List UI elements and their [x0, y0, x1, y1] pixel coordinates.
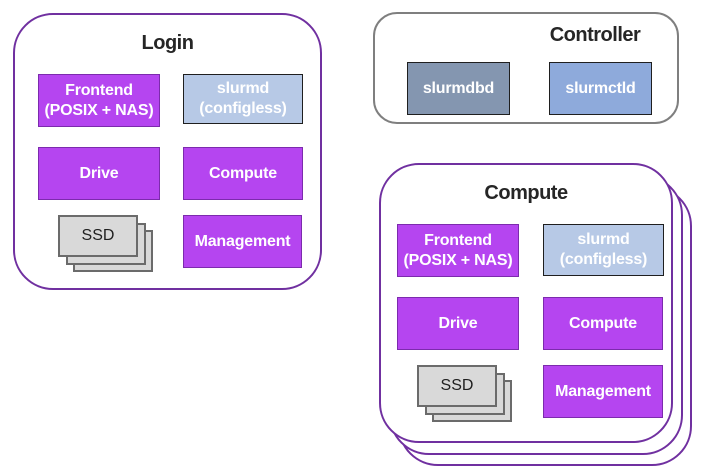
login-ssd-label: SSD	[81, 227, 115, 244]
compute-management-label: Management	[555, 382, 651, 400]
compute-management-box: Management	[543, 365, 663, 418]
compute-drive-label: Drive	[438, 314, 478, 332]
compute-ssd-stack: SSD	[417, 365, 512, 422]
compute-compute-label: Compute	[569, 314, 637, 332]
login-group-container: Login Frontend (POSIX + NAS) slurmd (con…	[13, 13, 322, 290]
login-management-box: Management	[183, 215, 302, 268]
controller-slurmctld-label: slurmctld	[565, 79, 636, 97]
compute-group-container: Compute Frontend (POSIX + NAS) slurmd (c…	[379, 163, 673, 443]
login-slurmd-label-line2: (configless)	[199, 100, 287, 117]
login-ssd-box: SSD	[58, 215, 138, 257]
login-frontend-label-line2: (POSIX + NAS)	[44, 101, 154, 119]
compute-frontend-label-line2: (POSIX + NAS)	[403, 251, 513, 269]
login-slurmd-label-line1: slurmd	[216, 80, 270, 97]
login-ssd-stack: SSD	[58, 215, 153, 272]
login-compute-box: Compute	[183, 147, 303, 200]
compute-group-title: Compute	[484, 182, 568, 204]
compute-ssd-label: SSD	[440, 377, 474, 394]
login-frontend-label-line1: Frontend	[65, 81, 133, 99]
compute-ssd-box: SSD	[417, 365, 497, 407]
login-group-title: Login	[141, 32, 194, 54]
login-drive-box: Drive	[38, 147, 160, 200]
compute-drive-box: Drive	[397, 297, 519, 350]
compute-slurmd-label-line2: (configless)	[559, 251, 648, 268]
compute-slurmd-label-line1: slurmd	[577, 231, 630, 248]
login-drive-label: Drive	[79, 164, 119, 182]
compute-frontend-box: Frontend (POSIX + NAS)	[397, 224, 519, 277]
login-management-label: Management	[194, 232, 291, 250]
controller-slurmdbd-label: slurmdbd	[422, 79, 495, 97]
controller-group-container: Controller slurmdbd slurmctld	[373, 12, 679, 124]
compute-slurmd-box: slurmd (configless)	[543, 224, 664, 276]
controller-slurmctld-box: slurmctld	[549, 62, 652, 115]
login-frontend-box: Frontend (POSIX + NAS)	[38, 74, 160, 127]
login-compute-label: Compute	[209, 164, 277, 182]
compute-compute-box: Compute	[543, 297, 663, 350]
compute-frontend-label-line1: Frontend	[424, 231, 492, 249]
login-slurmd-box: slurmd (configless)	[183, 74, 303, 124]
controller-group-title: Controller	[549, 24, 641, 46]
controller-slurmdbd-box: slurmdbd	[407, 62, 510, 115]
